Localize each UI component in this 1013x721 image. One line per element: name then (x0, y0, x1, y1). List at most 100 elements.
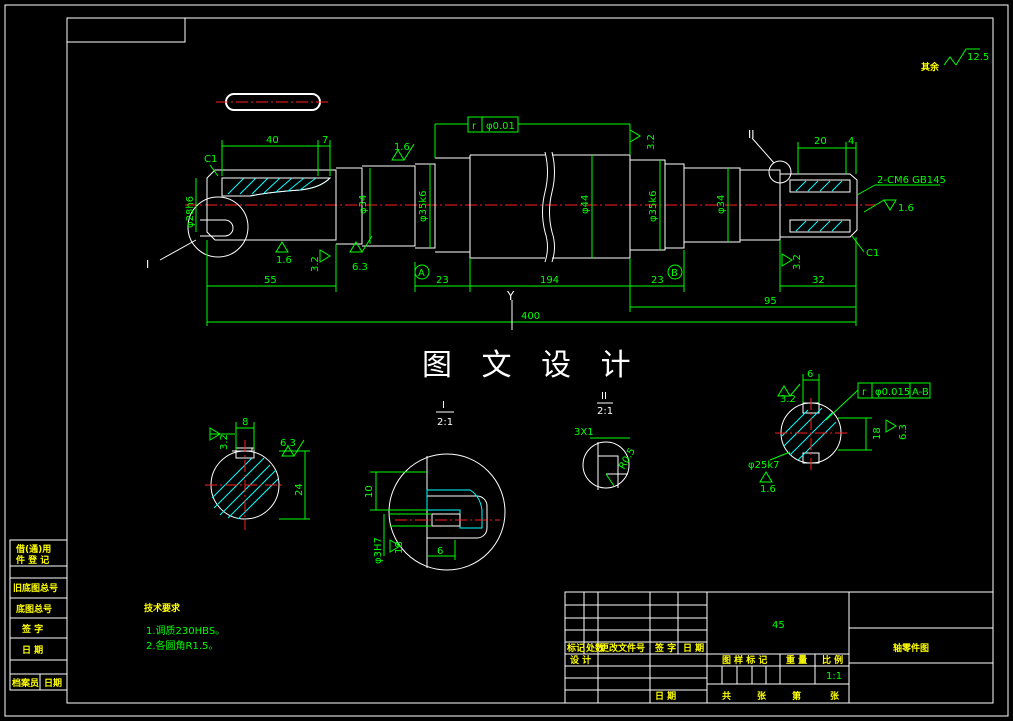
tb-bottom-2: 张 (757, 690, 767, 702)
datum-b: B (671, 268, 678, 279)
watermark-title: 图 文 设 计 (422, 348, 641, 383)
dim-400: 400 (521, 311, 540, 322)
tb-bottom-4: 张 (830, 690, 840, 702)
tb-stage-2: 重 量 (786, 654, 807, 666)
tb-stage-3: 比 例 (822, 654, 843, 666)
dim-23-left: 23 (436, 275, 449, 286)
dim-4: 4 (848, 136, 854, 147)
outer-frame (4, 4, 1009, 717)
dim-phi34-left: φ34 (358, 195, 369, 214)
dim-phi28: φ28h6 (185, 196, 196, 228)
shaft-main-view (185, 151, 875, 263)
detail-i: I 2:1 10 φ3H7 6 18 (364, 400, 506, 571)
ra-1.6-right: 1.6 (898, 203, 914, 214)
sec2-phi: φ25k7 (748, 460, 779, 471)
tech-requirements: 技术要求 1.调质230HBS。 2.各圆角R1.5。 (144, 602, 225, 652)
sec1-dim-h: 24 (294, 483, 305, 496)
ra-1.6-top: 1.6 (394, 142, 410, 153)
strip-4: 底图总号 (16, 603, 52, 615)
tb-date: 日 期 (655, 690, 676, 702)
label-i-main: I (146, 258, 149, 271)
tech-item-2: 2.各圆角R1.5。 (146, 639, 218, 652)
tol-value: φ0.01 (486, 121, 515, 132)
detail-i-ra: 18 (394, 541, 405, 554)
tb-h-5: 日 期 (683, 642, 704, 654)
strip-5: 签 字 (21, 623, 43, 635)
dim-32: 32 (812, 275, 825, 286)
strip-8: 日期 (44, 677, 62, 689)
strip-3: 旧底图总号 (13, 582, 58, 594)
tb-h-1: 标记 (566, 642, 585, 654)
dim-40: 40 (266, 135, 279, 146)
dim-phi35-left: φ35k6 (418, 191, 429, 222)
strip-2: 件 登 记 (16, 554, 49, 566)
ra-3.2-left: 3.2 (310, 256, 321, 272)
roughness-corner-value: 12.5 (967, 52, 989, 63)
detail-i-dim-6: 6 (437, 546, 443, 557)
sec1-ra-3.2: 3.2 (219, 434, 230, 450)
dim-55: 55 (264, 275, 277, 286)
dim-phi34-right: φ34 (716, 195, 727, 214)
detail-i-circle (187, 196, 249, 258)
tol-symbol-r: r (472, 121, 477, 132)
detail-ii: II 2:1 3X1 R0.5 (574, 391, 638, 490)
inner-frame (66, 17, 994, 704)
sec2-ra-3.2: 3.2 (780, 394, 796, 405)
detail-ii-circle (768, 160, 792, 184)
chamfer-c1-right: C1 (866, 248, 879, 259)
sec2-tol-r: r (862, 387, 867, 398)
dim-phi44: φ44 (580, 195, 591, 214)
detail-i-title: I (442, 400, 445, 411)
sec2-tol-value: φ0.015 (875, 387, 910, 398)
ra-6.3: 6.3 (352, 262, 368, 273)
detail-i-scale: 2:1 (437, 417, 453, 428)
sec2-tol-ref: A-B (912, 387, 929, 398)
sec2-dim-18: 18 (872, 427, 883, 440)
dim-20: 20 (814, 136, 827, 147)
dim-7: 7 (322, 135, 328, 146)
sec2-dim-w: 6 (807, 369, 813, 380)
tb-h-2: 处数 (585, 642, 605, 654)
keyway-top-view (216, 93, 330, 111)
detail-i-phi: φ3H7 (373, 537, 384, 564)
dim-194: 194 (540, 275, 559, 286)
section-left: 8 24 3.2 6.3 (205, 417, 310, 530)
tb-stage-1: 图 样 标 记 (722, 654, 767, 666)
detail-ii-radius: R0.5 (617, 446, 638, 471)
ra-3.2-right: 3.2 (792, 254, 803, 270)
sec1-dim-w: 8 (242, 417, 248, 428)
chamfer-c1-left: C1 (204, 154, 217, 165)
title-block: 标记 处数 更改文件号 签 字 日 期 设 计 日 期 45 图 样 标 记 重… (564, 591, 994, 704)
ra-3.2-mid: 3.2 (646, 134, 657, 150)
corner-box (66, 17, 186, 43)
strip-1: 借(通)用 (15, 543, 51, 555)
tb-design: 设 计 (570, 654, 591, 666)
left-strip: 借(通)用 件 登 记 旧底图总号 底图总号 签 字 日 期 档案员 日期 (9, 539, 68, 691)
tb-h-3: 更改文件号 (600, 642, 645, 654)
datum-a: A (418, 268, 425, 279)
section-right: 6 3.2 r φ0.015 A-B 18 6.3 φ25k7 1.6 (748, 369, 931, 495)
dim-23-right: 23 (651, 275, 664, 286)
detail-ii-chamfer: 3X1 (574, 427, 594, 438)
detail-ii-title: II (601, 391, 607, 402)
tb-scale: 1:1 (826, 671, 842, 682)
label-y: Y (506, 289, 515, 303)
label-ii-main: II (748, 128, 755, 141)
dim-95: 95 (764, 296, 777, 307)
roughness-corner-label: 其余 (921, 61, 940, 73)
tb-material: 45 (772, 620, 785, 631)
tech-title: 技术要求 (144, 602, 181, 614)
tb-part-name: 轴零件图 (893, 642, 929, 654)
corner-roughness: 12.5 其余 (921, 48, 989, 73)
ra-1.6-bottom: 1.6 (276, 255, 292, 266)
strip-7: 档案员 (12, 677, 39, 689)
tb-h-4: 签 字 (654, 642, 676, 654)
sec1-ra-6.3: 6.3 (280, 438, 296, 449)
tb-bottom-3: 第 (792, 690, 801, 702)
tech-item-1: 1.调质230HBS。 (146, 625, 225, 637)
detail-i-dim-10: 10 (364, 485, 375, 498)
tb-bottom-1: 共 (722, 690, 731, 702)
sec2-ra-6.3: 6.3 (898, 424, 909, 440)
center-hole-note: 2-CM6 GB145 (877, 175, 946, 186)
